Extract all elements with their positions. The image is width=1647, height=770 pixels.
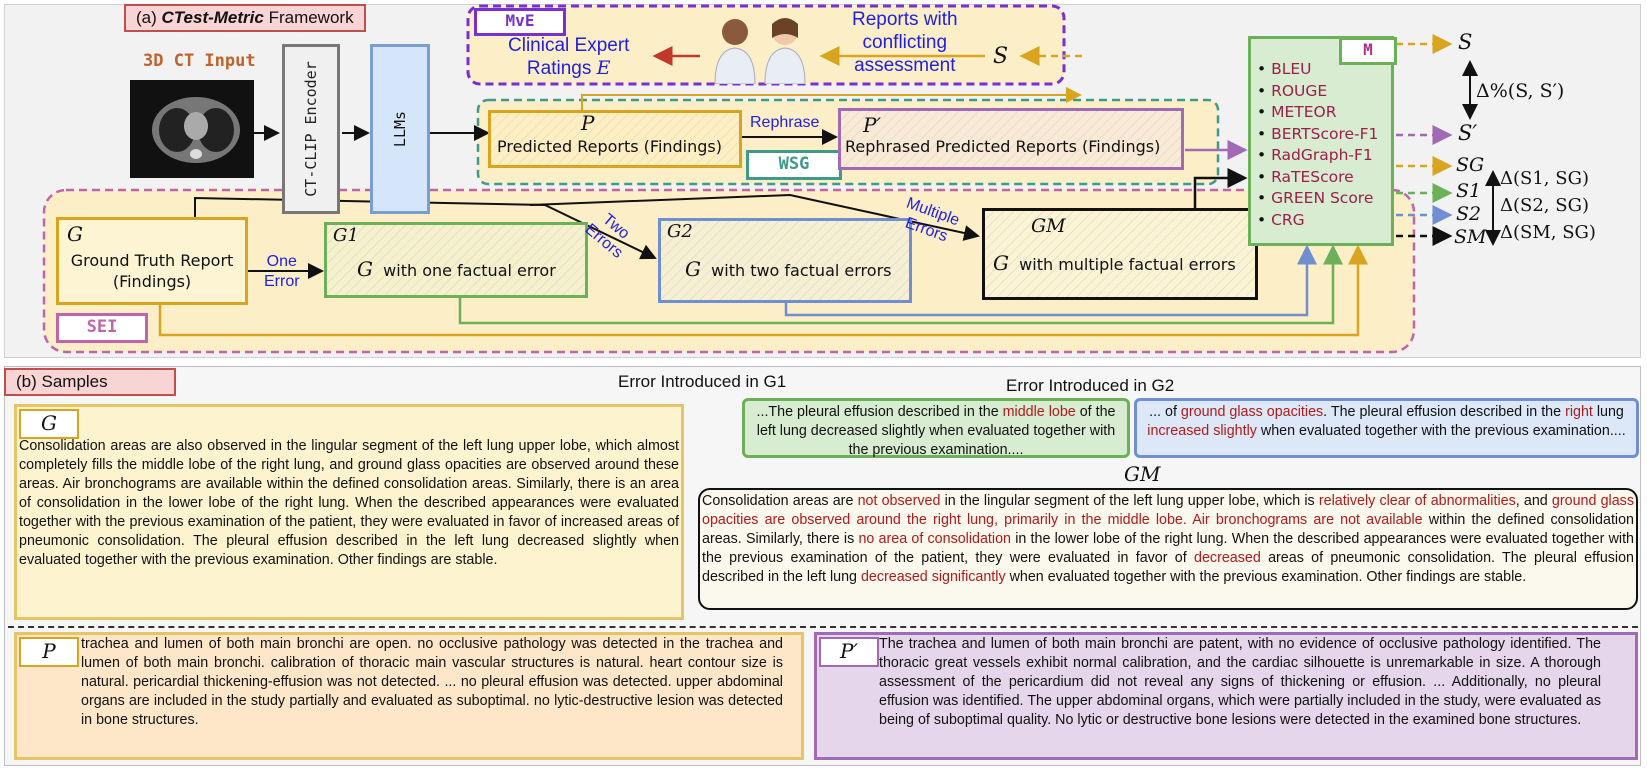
rephrased-symbol: P′: [863, 113, 881, 137]
rephrase-label: Rephrase: [750, 114, 820, 131]
g2-doc: G2 G with two factual errors: [658, 218, 912, 303]
metric-label: BERTScore-F1: [1271, 124, 1379, 143]
one-error-label: One Error: [264, 253, 300, 290]
p-sample-text: trachea and lumen of both main bronchi a…: [81, 636, 783, 728]
output-s-2: S2: [1456, 203, 1482, 225]
g1-symbol: G1: [333, 225, 359, 246]
predicted-reports-doc: P Predicted Reports (Findings): [488, 110, 742, 168]
p-sample-box: P trachea and lumen of both main bronchi…: [14, 632, 804, 760]
pp-sample-text: The trachea and lumen of both main bronc…: [879, 636, 1601, 728]
gm-label: G with multiple factual errors: [993, 251, 1236, 275]
metric-label: RaTEScore: [1271, 167, 1354, 186]
g1-label: G with one factual error: [357, 257, 556, 281]
metric-item: • ROUGE: [1257, 81, 1328, 100]
error-g2-title: Error Introduced in G2: [1006, 376, 1175, 395]
output-delta-m: Δ(SM, SG): [1500, 222, 1596, 243]
sei-tag: SEI: [56, 313, 148, 343]
metric-label: CRG: [1271, 210, 1305, 229]
output-delta-2: Δ(S2, SG): [1500, 195, 1589, 216]
gm-sample-box: Consolidation areas are not observed in …: [698, 488, 1638, 610]
metrics-list: • BLEU • ROUGE • METEOR • BERTScore-F1 • Rad…: [1257, 59, 1378, 231]
output-s-m: SM: [1454, 226, 1487, 248]
clinical-expert-label: Clinical Expert Ratings E: [508, 35, 630, 79]
metric-item: • METEOR: [1257, 103, 1337, 121]
g1-error-box: ...The pleural effusion described in the…: [742, 398, 1130, 458]
llm-box: LLMs: [370, 44, 430, 214]
rephrased-label: Rephrased Predicted Reports (Findings): [845, 137, 1161, 156]
output-s-1: S1: [1456, 180, 1482, 202]
metric-label: ROUGE: [1271, 81, 1328, 100]
ct-slice-graphic: [152, 97, 240, 163]
metric-label: GREEN Score: [1271, 189, 1374, 207]
g-sample-box: G Consolidation areas are also observed …: [14, 404, 684, 620]
error-g1-title: Error Introduced in G1: [618, 372, 787, 391]
predicted-symbol: P: [581, 111, 595, 135]
g-symbol: G: [67, 222, 83, 246]
metric-item: • RadGraph-F1: [1257, 146, 1373, 164]
mve-s-symbol: S: [993, 44, 1009, 69]
p-sample-tag: P: [19, 637, 79, 667]
wsg-tag: WSG: [746, 150, 842, 180]
ct-scan-image: [130, 80, 254, 178]
g2-symbol: G2: [667, 221, 693, 242]
encoder-label: CT-CLIP Encoder: [302, 61, 320, 197]
doctors-icon: [705, 10, 820, 85]
g1-doc: G1 G with one factual error: [324, 222, 588, 298]
output-delta-s: Δ%(S, S′): [1476, 80, 1565, 102]
llm-label: LLMs: [391, 110, 409, 148]
metric-item: • RaTEScore: [1257, 167, 1354, 186]
metric-item: • BLEU: [1257, 60, 1312, 78]
output-s: S: [1458, 30, 1473, 54]
panel-a-title: (a) CTest-Metric Framework: [124, 4, 366, 32]
gm-doc: GM G with multiple factual errors: [982, 208, 1258, 300]
metric-label: METEOR: [1271, 103, 1337, 121]
g2-label: G with two factual errors: [685, 257, 892, 281]
pp-sample-box: P′ The trachea and lumen of both main br…: [814, 632, 1638, 760]
metric-item: • CRG: [1257, 210, 1305, 229]
metrics-box: M • BLEU • ROUGE • METEOR • BERTScore-F1 • R…: [1248, 36, 1397, 246]
output-s-g: SG: [1456, 154, 1485, 176]
gm-sample-title: GM: [1124, 462, 1161, 486]
output-s-prime: S′: [1458, 121, 1478, 145]
mve-region: [466, 4, 1066, 86]
metric-label: RadGraph-F1: [1271, 146, 1373, 164]
gm-sample-text: Consolidation areas are not observed in …: [702, 493, 1634, 585]
g2-error-text: ... of ground glass opacities. The pleur…: [1147, 404, 1626, 439]
pp-sample-tag: P′: [819, 637, 879, 667]
mve-tag: MvE: [474, 8, 566, 36]
metrics-tag: M: [1339, 37, 1397, 65]
g2-error-box: ... of ground glass opacities. The pleur…: [1134, 398, 1639, 458]
conflicting-reports-label: Reports with conflicting assessment: [852, 9, 958, 76]
g-sample-tag: G: [19, 409, 79, 439]
g-label: Ground Truth Report (Findings): [70, 251, 234, 291]
gm-symbol: GM: [1031, 215, 1066, 237]
ct-input-label: 3D CT Input: [143, 51, 256, 71]
g1-error-text: ...The pleural effusion described in the…: [756, 404, 1116, 458]
ct-clip-encoder-box: CT-CLIP Encoder: [282, 44, 340, 214]
metric-item: • BERTScore-F1: [1257, 124, 1379, 143]
samples-divider: [8, 626, 1638, 628]
predicted-label: Predicted Reports (Findings): [497, 137, 722, 156]
panel-b-title: (b) Samples: [4, 368, 176, 396]
metric-item: • GREEN Score: [1257, 189, 1374, 207]
rephrased-reports-doc: P′ Rephrased Predicted Reports (Findings…: [838, 108, 1184, 170]
output-delta-1: Δ(S1, SG): [1500, 168, 1589, 189]
g-sample-text: Consolidation areas are also observed in…: [19, 438, 679, 568]
ground-truth-doc: G Ground Truth Report (Findings): [56, 217, 248, 305]
metric-label: BLEU: [1271, 60, 1312, 78]
